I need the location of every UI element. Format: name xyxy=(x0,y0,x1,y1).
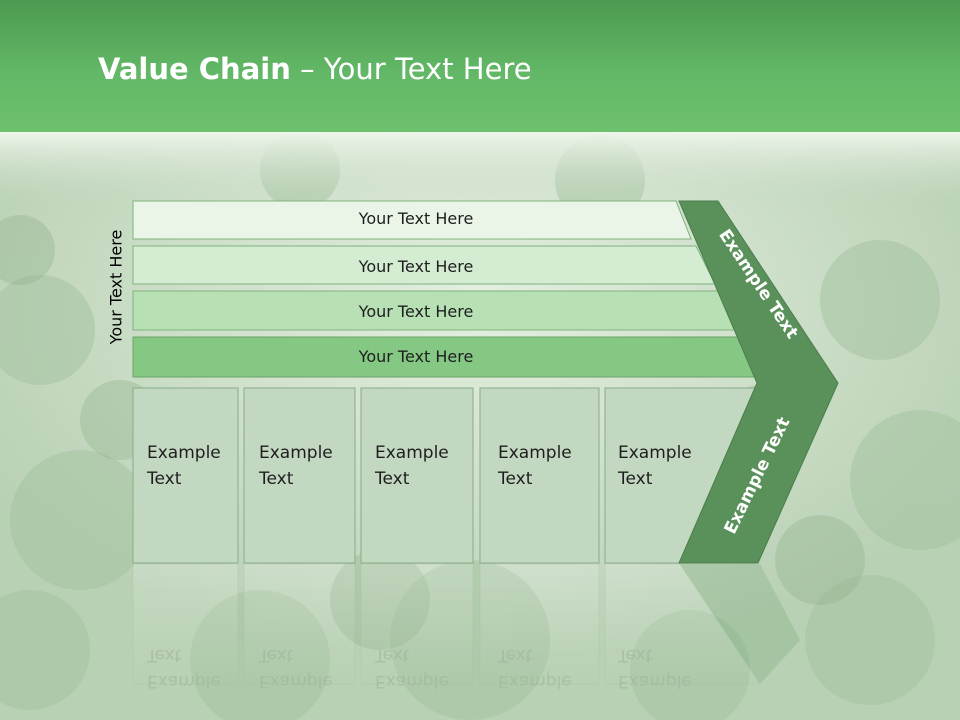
primary-box-line1: Example xyxy=(259,443,333,463)
svg-text:Text: Text xyxy=(617,645,653,665)
svg-text:Example: Example xyxy=(375,671,449,691)
svg-text:Example: Example xyxy=(147,671,221,691)
primary-box-line2: Text xyxy=(374,469,410,489)
svg-text:Text: Text xyxy=(146,645,182,665)
reflection: Example Text Example Text Example Text Exam… xyxy=(132,563,800,691)
support-bar-label: Your Text Here xyxy=(358,347,474,366)
primary-box: Example Text xyxy=(360,387,474,564)
primary-box: Example Text xyxy=(132,387,239,564)
support-activities: Your Text Here Your Text Here Your Text … xyxy=(132,200,764,378)
margin-chevron: Example Text Example Text xyxy=(678,200,839,564)
primary-box-line2: Text xyxy=(258,469,294,489)
primary-box: Example Text xyxy=(243,387,356,564)
primary-box-line2: Text xyxy=(617,469,653,489)
primary-box: Example Text xyxy=(604,387,759,564)
title-rest: – Your Text Here xyxy=(290,52,532,86)
support-bar-label: Your Text Here xyxy=(358,257,474,276)
support-bar: Your Text Here xyxy=(132,245,716,285)
title-bold: Value Chain xyxy=(98,52,291,86)
primary-box-line2: Text xyxy=(146,469,182,489)
primary-activities: Example Text Example Text Example Text E… xyxy=(132,387,759,564)
svg-text:Example: Example xyxy=(618,671,692,691)
support-bar: Your Text Here xyxy=(132,200,692,240)
support-bar-label: Your Text Here xyxy=(358,209,474,228)
svg-text:Text: Text xyxy=(258,645,294,665)
primary-box-line1: Example xyxy=(375,443,449,463)
primary-box-line1: Example xyxy=(498,443,572,463)
support-bar: Your Text Here xyxy=(132,336,764,378)
primary-box-line1: Example xyxy=(147,443,221,463)
svg-text:Text: Text xyxy=(374,645,410,665)
support-bar-label: Your Text Here xyxy=(358,302,474,321)
svg-text:Example: Example xyxy=(498,671,572,691)
svg-text:Text: Text xyxy=(497,645,533,665)
primary-box-line1: Example xyxy=(618,443,692,463)
slide-title: Value Chain – Your Text Here xyxy=(98,52,532,86)
primary-box: Example Text xyxy=(479,387,600,564)
support-bar: Your Text Here xyxy=(132,290,740,331)
svg-text:Example: Example xyxy=(259,671,333,691)
primary-box-line2: Text xyxy=(497,469,533,489)
